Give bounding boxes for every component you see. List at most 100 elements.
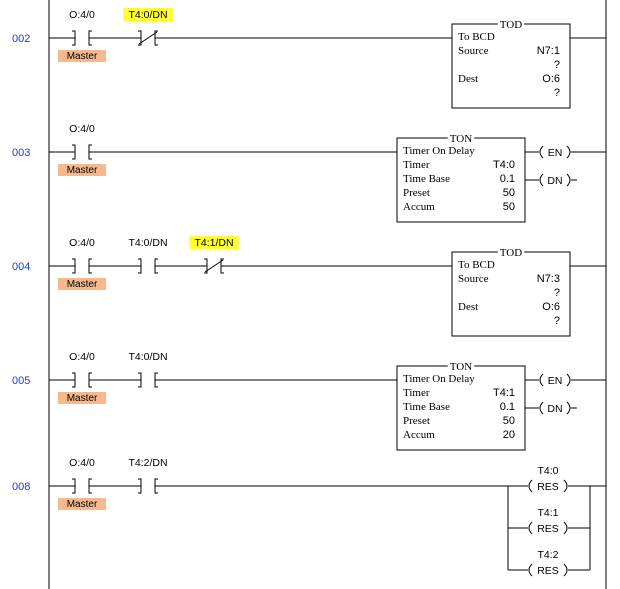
rung-number: 003	[12, 147, 30, 159]
highlight-marker	[189, 236, 239, 249]
block-subtitle: To BCD	[458, 31, 495, 43]
title-gap	[497, 250, 525, 254]
block-subtitle: Timer On Delay	[403, 145, 475, 157]
block-type: TOD	[500, 247, 522, 259]
contact-tag: O:4/0	[69, 123, 95, 135]
block-param-label: Dest	[458, 73, 478, 85]
block-param-value: 50	[503, 415, 515, 427]
block-type: TOD	[500, 19, 522, 31]
output-label: EN	[548, 147, 563, 159]
contact-tag: O:4/0	[69, 351, 95, 363]
rung-number: 008	[12, 481, 30, 493]
contact-tag: T4:1/DN	[194, 237, 233, 249]
contact-tag: O:4/0	[69, 9, 95, 21]
contact-comment: Master	[67, 393, 98, 404]
block-param-value: ?	[554, 287, 560, 299]
block-param-label: Dest	[458, 301, 478, 313]
block-param-value: T4:0	[493, 159, 515, 171]
block-param-value: 0.1	[500, 401, 515, 413]
block-param-label: Source	[458, 45, 489, 57]
rung-number: 004	[12, 261, 30, 273]
coil-instruction: RES	[537, 523, 559, 535]
block-param-value: N7:1	[537, 45, 560, 57]
coil-tag: T4:1	[537, 507, 558, 519]
contact-comment: Master	[67, 165, 98, 176]
block-param-label: Time Base	[403, 173, 450, 185]
title-gap	[447, 364, 475, 368]
en-output-coil[interactable]: EN	[525, 373, 606, 387]
nc-contact[interactable]: T4:0/DN	[123, 8, 173, 46]
coil-tag: T4:0	[537, 465, 558, 477]
block-param-value: O:6	[542, 73, 560, 85]
contact-tag: O:4/0	[69, 237, 95, 249]
contact-comment-bg	[58, 392, 106, 404]
highlight-marker	[123, 8, 173, 21]
output-label: DN	[547, 175, 562, 187]
dn-output-coil[interactable]: DN	[525, 401, 577, 415]
contact-tag: O:4/0	[69, 457, 95, 469]
dn-output-coil[interactable]: DN	[525, 173, 577, 187]
block-param-value: 50	[503, 187, 515, 199]
block-param-value: 0.1	[500, 173, 515, 185]
block-param-value: 20	[503, 429, 515, 441]
contact-comment-bg	[58, 50, 106, 62]
output-label: EN	[548, 375, 563, 387]
title-gap	[447, 136, 475, 140]
contact-comment-bg	[58, 278, 106, 290]
res-coil[interactable]: RES T4:2	[508, 549, 590, 577]
block-param-label: Preset	[403, 187, 430, 199]
tod-block[interactable]: TOD To BCD Source N7:1? Dest O:6?	[451, 19, 571, 109]
contact-comment-bg	[58, 498, 106, 510]
res-coil[interactable]: RES T4:1	[508, 507, 590, 535]
coil-tag: T4:2	[537, 549, 558, 561]
contact-comment: Master	[67, 51, 98, 62]
block-subtitle: To BCD	[458, 259, 495, 271]
coil-instruction: RES	[537, 481, 559, 493]
title-gap	[497, 22, 525, 26]
block-param-value: T4:1	[493, 387, 515, 399]
contact-tag: T4:2/DN	[128, 457, 167, 469]
block-param-label: Time Base	[403, 401, 450, 413]
contact-tag: T4:0/DN	[128, 9, 167, 21]
rung-number: 005	[12, 375, 30, 387]
block-param-value: ?	[554, 87, 560, 99]
en-output-coil[interactable]: EN	[525, 145, 606, 159]
contact-tag: T4:0/DN	[128, 351, 167, 363]
no-contact[interactable]: T4:0/DN	[128, 237, 168, 274]
block-param-label: Accum	[403, 429, 435, 441]
block-param-label: Preset	[403, 415, 430, 427]
coil-instruction: RES	[537, 565, 559, 577]
contact-tag: T4:0/DN	[128, 237, 167, 249]
block-param-value: ?	[554, 59, 560, 71]
block-subtitle: Timer On Delay	[403, 373, 475, 385]
no-contact[interactable]: T4:0/DN	[128, 351, 168, 388]
contact-comment: Master	[67, 279, 98, 290]
block-type: TON	[450, 361, 472, 373]
block-param-value: O:6	[542, 301, 560, 313]
contact-comment: Master	[67, 499, 98, 510]
res-coil[interactable]: RES T4:0	[508, 465, 590, 493]
rung-number: 002	[12, 33, 30, 45]
output-label: DN	[547, 403, 562, 415]
nc-contact[interactable]: T4:1/DN	[189, 236, 239, 274]
block-param-value: 50	[503, 201, 515, 213]
no-contact[interactable]: T4:2/DN	[128, 457, 168, 494]
block-param-label: Accum	[403, 201, 435, 213]
block-type: TON	[450, 133, 472, 145]
block-param-label: Timer	[403, 159, 430, 171]
